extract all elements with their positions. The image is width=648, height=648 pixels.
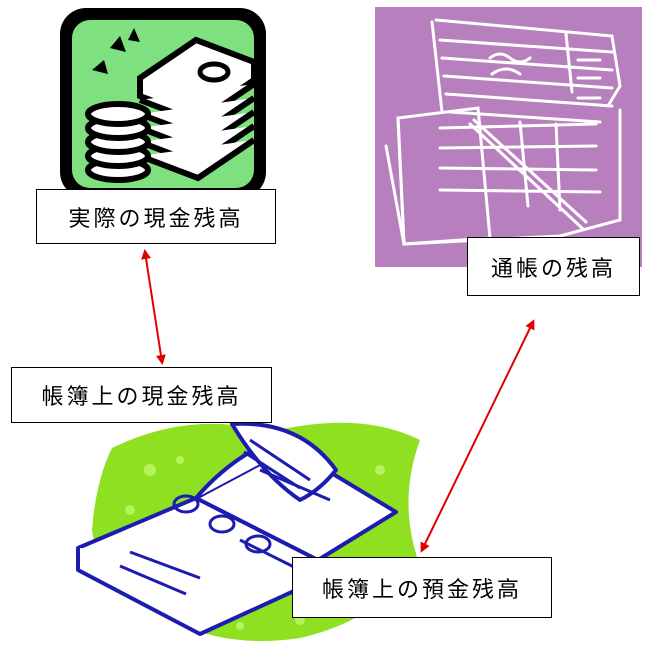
label-book-deposit-balance: 帳簿上の預金残高 [292,557,552,618]
label-book-cash-balance: 帳簿上の現金残高 [11,367,272,423]
label-actual-cash-balance: 実際の現金残高 [36,189,276,244]
arrow-cash-vs-book-cash [141,249,166,365]
label-passbook-balance: 通帳の残高 [467,237,640,296]
arrow-passbook-vs-book-deposit [420,319,535,553]
